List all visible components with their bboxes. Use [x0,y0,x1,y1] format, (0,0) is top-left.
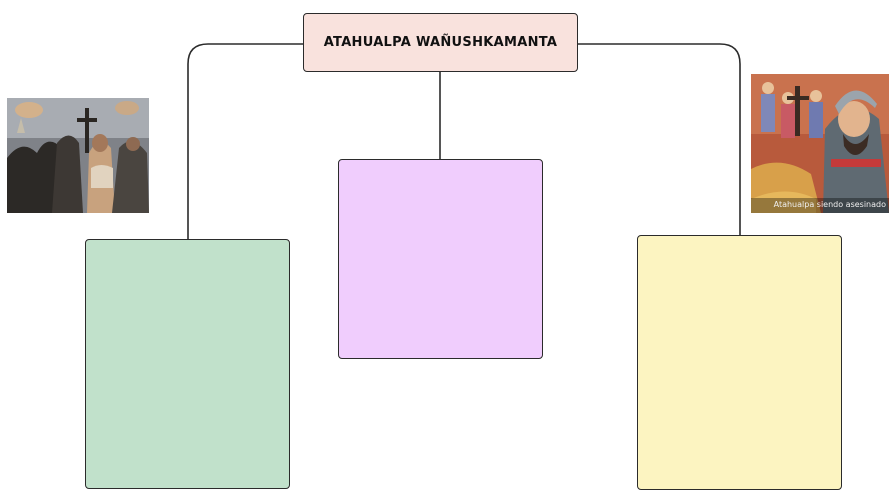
content-box-right[interactable] [637,235,842,490]
connector-right [578,43,741,235]
content-box-center[interactable] [338,159,543,359]
connector-left [187,43,303,239]
content-box-left[interactable] [85,239,290,489]
diagram-title-text: ATAHUALPA WAÑUSHKAMANTA [323,35,558,50]
image-caption: Atahualpa siendo asesinado [773,200,886,209]
connector-lines [187,43,741,239]
diagram-title: ATAHUALPA WAÑUSHKAMANTA [303,13,578,72]
historical-painting-left [7,98,149,213]
historical-illustration-right: Atahualpa siendo asesinado [751,74,889,213]
